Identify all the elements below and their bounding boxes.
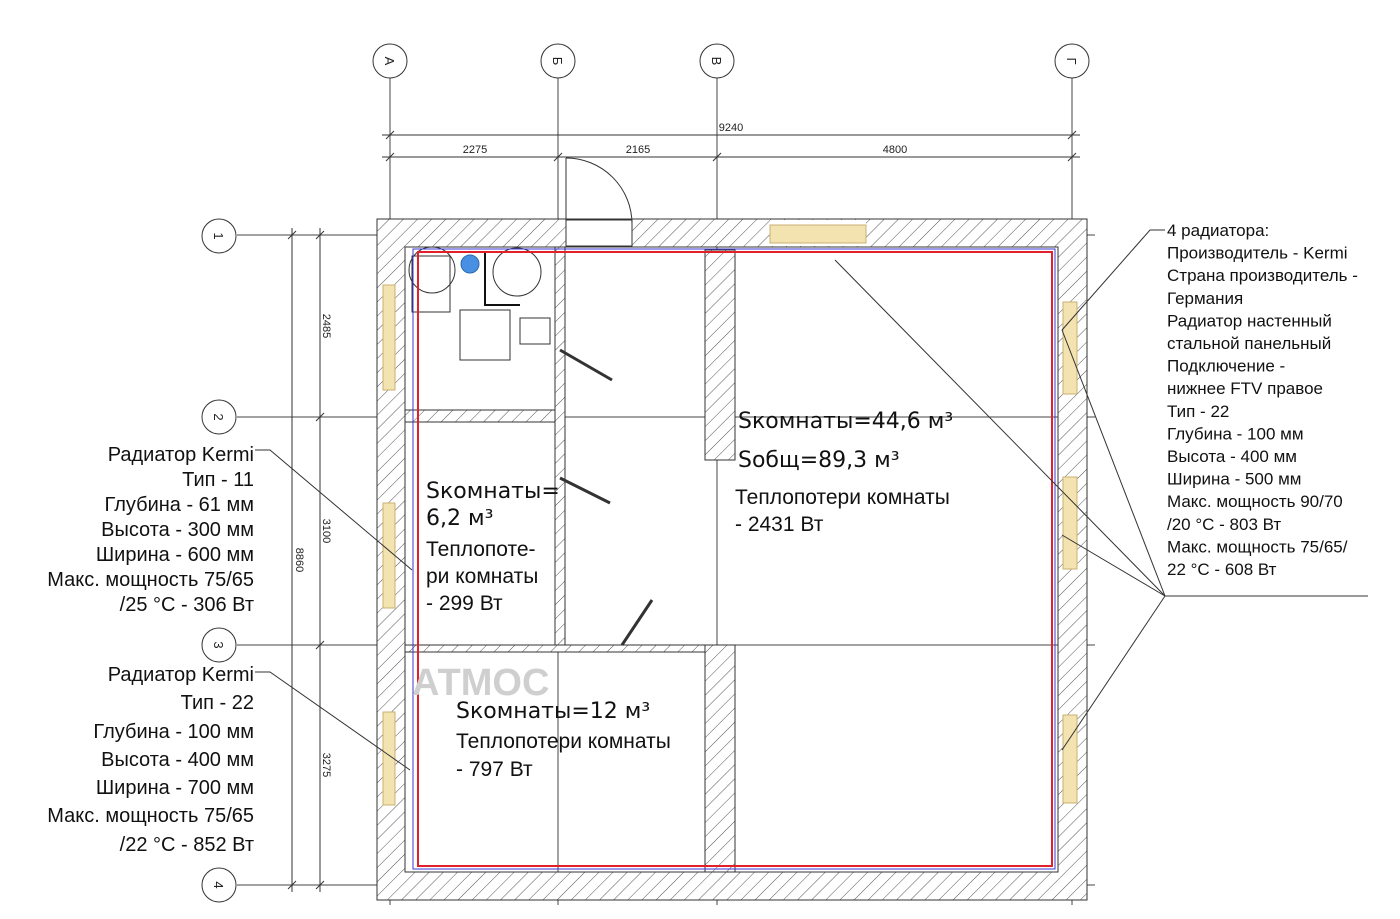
svg-text:В: В <box>709 57 724 66</box>
annotation-right: 4 радиатора: Производитель - KermiСтрана… <box>1167 221 1358 579</box>
svg-text:Высота - 400 мм: Высота - 400 мм <box>101 749 254 771</box>
room-large: Sкомнаты=44,6 м³ Sобщ=89,3 м³ Теплопотер… <box>735 409 953 536</box>
axis-row-1: 1 <box>201 218 237 254</box>
svg-text:Глубина - 61 мм: Глубина - 61 мм <box>105 494 254 516</box>
svg-text:Sкомнаты=12 м³: Sкомнаты=12 м³ <box>456 699 650 724</box>
axis-row-3: 3 <box>201 627 237 663</box>
dim-width-2: 2165 <box>626 144 650 156</box>
dimensions <box>287 130 1080 892</box>
svg-text:- 797 Вт: - 797 Вт <box>456 758 533 781</box>
annotation-right-line: стальной панельный <box>1167 334 1331 353</box>
annotation-left-top: Радиатор Kermi Тип - 11 Глубина - 61 мм … <box>47 444 254 616</box>
svg-text:Г: Г <box>1064 57 1079 64</box>
supply-pipe <box>417 251 1053 867</box>
axis-col-g: Г <box>1054 43 1090 79</box>
svg-text:Радиатор Kermi: Радиатор Kermi <box>108 664 254 686</box>
svg-text:Глубина - 100 мм: Глубина - 100 мм <box>93 721 254 743</box>
svg-text:Ширина - 700 мм: Ширина - 700 мм <box>96 777 254 799</box>
annotation-right-line: Радиатор настенный <box>1167 311 1332 330</box>
annotation-left-bottom: Радиатор Kermi Тип - 22 Глубина - 100 мм… <box>47 664 254 856</box>
annotation-right-line: Тип - 22 <box>1167 402 1229 421</box>
door <box>559 157 654 646</box>
watermark-logo: АТМОС <box>412 662 549 704</box>
svg-text:6,2 м³: 6,2 м³ <box>426 506 493 531</box>
svg-text:Теплопотери комнаты: Теплопотери комнаты <box>735 486 950 509</box>
radiator-top <box>769 224 867 244</box>
dim-width-3: 4800 <box>883 144 907 156</box>
svg-text:Макс. мощность 75/65: Макс. мощность 75/65 <box>47 569 254 591</box>
annotation-right-line: Высота - 400 мм <box>1167 447 1297 466</box>
svg-text:Теплопоте-: Теплопоте- <box>426 538 536 561</box>
annotation-right-line: /20 °C - 803 Вт <box>1167 515 1281 534</box>
radiators <box>382 224 1078 806</box>
radiator-right-2 <box>1062 476 1078 570</box>
bathroom-fixtures <box>408 246 551 361</box>
svg-text:Sобщ=89,3 м³: Sобщ=89,3 м³ <box>738 448 900 473</box>
room-12: Sкомнаты=12 м³ Теплопотери комнаты - 797… <box>456 699 671 781</box>
svg-text:Тип - 22: Тип - 22 <box>181 692 254 714</box>
axis-col-a: А <box>372 43 408 79</box>
axis-col-v: В <box>699 43 735 79</box>
svg-text:ри комнаты: ри комнаты <box>426 565 538 588</box>
svg-text:2: 2 <box>211 413 226 420</box>
annotation-right-line: Подключение - <box>1167 357 1285 376</box>
annotation-right-line: Германия <box>1167 289 1243 308</box>
radiator-bath <box>382 284 396 391</box>
dim-height-2: 3100 <box>320 519 332 543</box>
svg-text:Ширина - 600 мм: Ширина - 600 мм <box>96 544 254 566</box>
radiator-small-room <box>382 502 396 609</box>
svg-text:Макс. мощность 75/65: Макс. мощность 75/65 <box>47 805 254 827</box>
svg-text:Б: Б <box>550 57 565 66</box>
svg-text:- 299 Вт: - 299 Вт <box>426 592 503 615</box>
svg-text:Радиатор Kermi: Радиатор Kermi <box>108 444 254 466</box>
svg-text:Высота - 300 мм: Высота - 300 мм <box>101 519 254 541</box>
svg-text:/25 °C - 306 Вт: /25 °C - 306 Вт <box>120 594 254 616</box>
axis-row-4: 4 <box>201 867 237 903</box>
svg-text:Тип - 11: Тип - 11 <box>182 469 254 491</box>
annotation-right-line: Ширина - 500 мм <box>1167 470 1301 489</box>
svg-text:Sкомнаты=44,6 м³: Sкомнаты=44,6 м³ <box>738 409 953 434</box>
dim-height-3: 3275 <box>320 753 332 777</box>
return-pipe <box>412 248 1056 870</box>
svg-text:/22 °C - 852 Вт: /22 °C - 852 Вт <box>120 834 254 856</box>
dim-height-1: 2485 <box>320 314 332 338</box>
leader-lines <box>255 229 1368 771</box>
annotation-right-line: Страна производитель - <box>1167 266 1358 285</box>
svg-text:3: 3 <box>211 641 226 648</box>
svg-text:Теплопотери комнаты: Теплопотери комнаты <box>456 730 671 753</box>
room-small: Sкомнаты= 6,2 м³ Теплопоте- ри комнаты -… <box>426 479 560 615</box>
axis-col-b: Б <box>540 43 576 79</box>
dim-width-1: 2275 <box>463 144 487 156</box>
annotation-right-line: Макс. мощность 75/65/ <box>1167 537 1348 556</box>
axis-markers: А Б В Г 1 2 3 4 <box>201 43 1090 903</box>
axis-row-2: 2 <box>201 399 237 435</box>
svg-text:4: 4 <box>211 881 226 888</box>
radiator-right-3 <box>1062 714 1078 804</box>
dim-total-height: 8860 <box>293 548 305 572</box>
svg-text:А: А <box>382 57 397 66</box>
grid-lines <box>237 78 1095 905</box>
svg-text:- 2431 Вт: - 2431 Вт <box>735 513 824 536</box>
annotation-right-line: Макс. мощность 90/70 <box>1167 492 1343 511</box>
annotation-right-line: Производитель - Kermi <box>1167 244 1348 263</box>
svg-text:1: 1 <box>211 232 226 239</box>
annotation-right-line: 22 °C - 608 Вт <box>1167 560 1277 579</box>
dim-total-width: 9240 <box>719 122 743 134</box>
radiator-room-12 <box>382 711 396 806</box>
annotation-right-line: 4 радиатора: <box>1167 221 1269 240</box>
annotation-right-line: Глубина - 100 мм <box>1167 424 1304 443</box>
svg-text:Sкомнаты=: Sкомнаты= <box>426 479 560 504</box>
annotation-right-line: нижнее FTV правое <box>1167 379 1323 398</box>
